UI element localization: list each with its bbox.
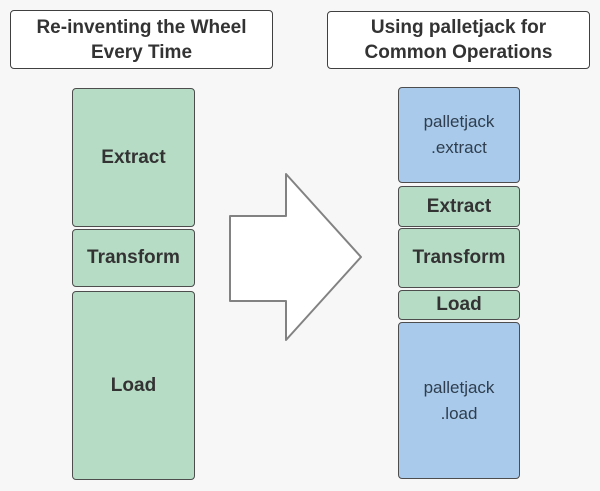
left-step-extract: Extract [72, 88, 195, 227]
right-panel-title: Using palletjack for Common Operations [327, 11, 590, 69]
left-step-load: Load [72, 291, 195, 480]
left-panel-title: Re-inventing the Wheel Every Time [10, 10, 273, 69]
right-step-load: Load [398, 290, 520, 320]
right-step-extract: Extract [398, 186, 520, 227]
right-step-palletjack-extract: palletjack .extract [398, 87, 520, 183]
right-step-palletjack-load: palletjack .load [398, 322, 520, 479]
left-step-transform: Transform [72, 229, 195, 287]
right-step-transform: Transform [398, 228, 520, 288]
right-block-arrow-icon [229, 173, 362, 341]
